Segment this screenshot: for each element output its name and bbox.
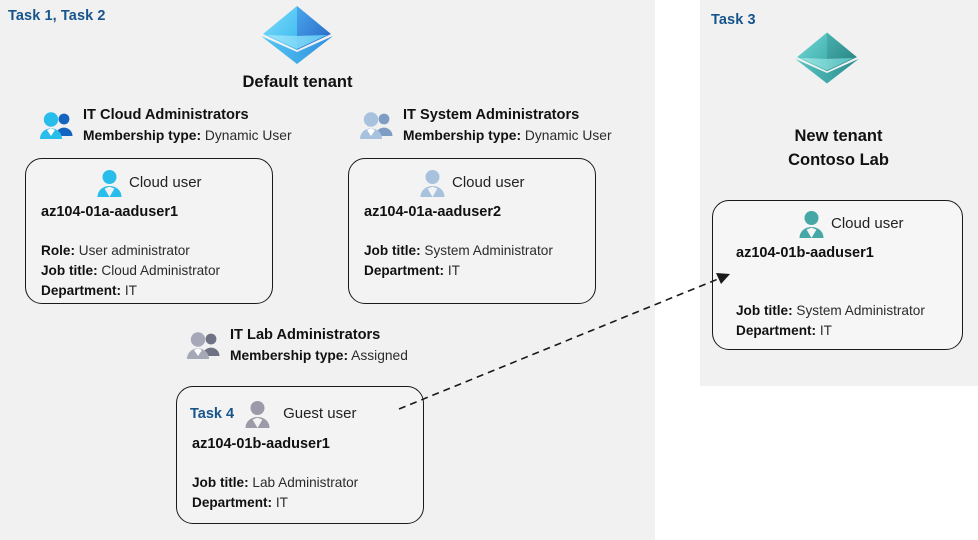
attr-job-title: Job title: Lab Administrator (192, 473, 358, 493)
card-attributes: Role: User administrator Job title: Clou… (41, 241, 220, 301)
group-membership: Membership type: Dynamic User (403, 126, 612, 146)
attr-key: Department: (192, 494, 273, 510)
group-membership: Membership type: Assigned (230, 346, 408, 366)
attr-key: Role: (41, 243, 75, 258)
attr-key: Job title: (192, 475, 249, 490)
membership-label: Membership type: (83, 127, 202, 143)
group-users-icon (38, 108, 76, 142)
card-kind: Cloud user (831, 215, 904, 232)
attr-department: Department: IT (192, 493, 358, 513)
card-kind: Cloud user (129, 174, 202, 191)
group-users-icon (358, 108, 396, 142)
attr-job-title: Job title: System Administrator (364, 241, 553, 261)
attr-job-title: Job title: Cloud Administrator (41, 261, 220, 281)
group-text: IT Lab Administrators Membership type: A… (230, 325, 408, 365)
group-text: IT System Administrators Membership type… (403, 105, 612, 145)
card-kind: Cloud user (452, 174, 525, 191)
card-attributes: Job title: System Administrator Departme… (364, 241, 553, 281)
new-tenant-label: New tenant Contoso Lab (716, 125, 961, 173)
membership-label: Membership type: (403, 127, 522, 143)
azure-ad-pyramid-icon-default (255, 2, 339, 68)
attr-value: Lab Administrator (252, 475, 359, 490)
user-card-aaduser1-cloud[interactable]: Cloud user az104-01a-aaduser1 Role: User… (25, 158, 273, 304)
card-header: Cloud user (419, 168, 525, 197)
cloud-user-icon (96, 168, 123, 197)
card-header: Cloud user (798, 209, 904, 238)
card-username: az104-01b-aaduser1 (736, 245, 874, 261)
guest-user-icon (244, 399, 271, 428)
new-tenant-label-line1: New tenant (794, 127, 883, 145)
attr-value: System Administrator (796, 303, 925, 318)
default-tenant-label: Default tenant (242, 73, 353, 91)
cloud-user-icon (419, 168, 446, 197)
membership-value: Dynamic User (204, 127, 292, 143)
attr-department: Department: IT (364, 261, 553, 281)
group-name: IT Cloud Administrators (83, 107, 249, 123)
user-card-aaduser1b-guest[interactable]: Task 4 Guest user az104-01b-aaduser1 Job… (176, 386, 424, 524)
attr-key: Job title: (736, 303, 793, 318)
user-card-aaduser2-cloud[interactable]: Cloud user az104-01a-aaduser2 Job title:… (348, 158, 596, 304)
card-username: az104-01a-aaduser1 (41, 204, 179, 220)
new-tenant-label-line2: Contoso Lab (788, 150, 889, 169)
attr-value: System Administrator (424, 243, 553, 258)
attr-role: Role: User administrator (41, 241, 220, 261)
group-text: IT Cloud Administrators Membership type:… (83, 105, 292, 145)
attr-key: Job title: (41, 262, 98, 278)
attr-job-title: Job title: System Administrator (736, 301, 925, 321)
attr-key: Department: (41, 282, 122, 298)
group-it-system-administrators: IT System Administrators Membership type… (358, 105, 612, 145)
task-tag-guest: Task 4 (190, 405, 235, 422)
card-kind: Guest user (283, 405, 357, 422)
attr-value: Cloud Administrator (101, 262, 221, 278)
attr-value: User administrator (78, 243, 190, 258)
group-name: IT System Administrators (403, 107, 580, 123)
group-users-icon (185, 328, 223, 362)
membership-label: Membership type: (230, 347, 349, 363)
cloud-user-icon (798, 209, 825, 238)
card-username: az104-01b-aaduser1 (192, 436, 330, 452)
card-attributes: Job title: Lab Administrator Department:… (192, 473, 358, 513)
group-name: IT Lab Administrators (230, 327, 381, 343)
user-card-aaduser1b-cloud[interactable]: Cloud user az104-01b-aaduser1 Job title:… (712, 200, 963, 350)
attr-key: Department: (364, 262, 445, 278)
attr-department: Department: IT (736, 321, 925, 341)
azure-ad-pyramid-icon-new (790, 28, 864, 88)
attr-value: IT (819, 322, 832, 338)
task-tag-right: Task 3 (711, 12, 756, 28)
group-it-lab-administrators: IT Lab Administrators Membership type: A… (185, 325, 408, 365)
attr-value: IT (124, 282, 137, 298)
attr-department: Department: IT (41, 281, 220, 301)
card-header: Task 4 Guest user (190, 399, 356, 428)
group-membership: Membership type: Dynamic User (83, 126, 292, 146)
attr-value: IT (447, 262, 460, 278)
card-attributes: Job title: System Administrator Departme… (736, 301, 925, 341)
attr-key: Department: (736, 322, 817, 338)
task-tag-left: Task 1, Task 2 (8, 8, 106, 24)
attr-key: Job title: (364, 243, 421, 258)
attr-value: IT (275, 494, 288, 510)
group-it-cloud-administrators: IT Cloud Administrators Membership type:… (38, 105, 292, 145)
membership-value: Dynamic User (524, 127, 612, 143)
card-username: az104-01a-aaduser2 (364, 204, 502, 220)
card-header: Cloud user (96, 168, 202, 197)
membership-value: Assigned (351, 347, 408, 363)
